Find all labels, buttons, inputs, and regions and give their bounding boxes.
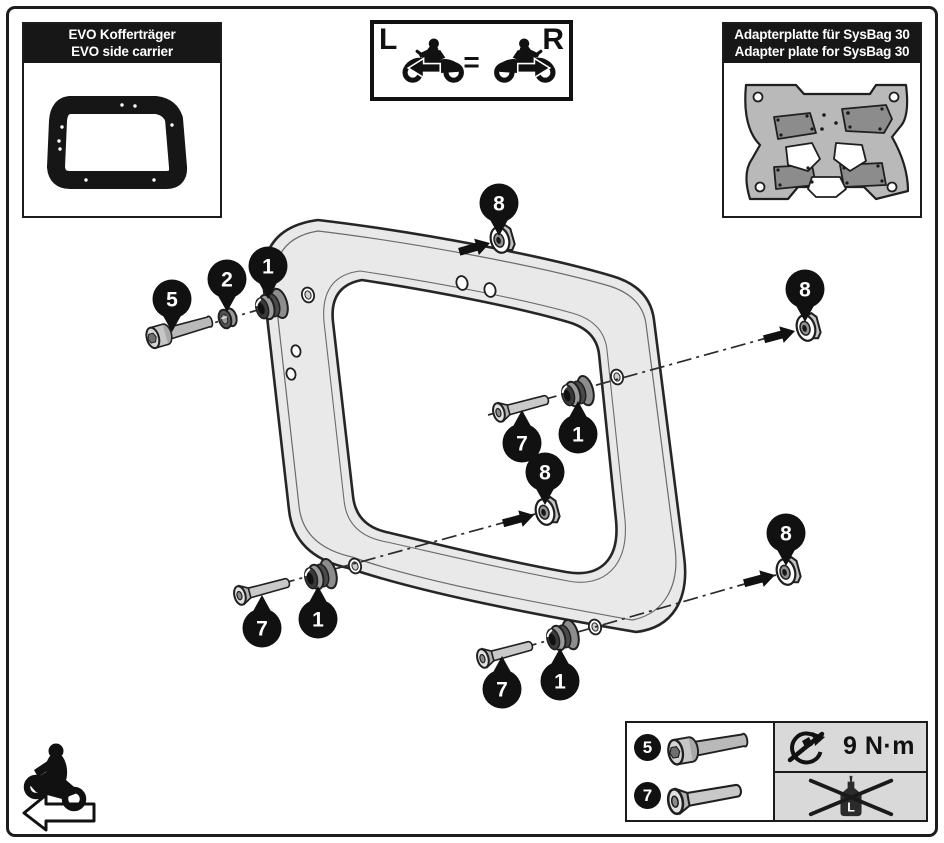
callout-grommet1-bottom-left: 1	[298, 586, 338, 639]
right-side-label: R	[542, 23, 564, 56]
motorcycle-over-arrow-logo-icon	[22, 743, 96, 832]
svg-text:7: 7	[256, 618, 268, 641]
fastener-legend: 5 7 9 N·m	[625, 721, 928, 822]
callout-grommet1-bottom-center: 1	[540, 648, 580, 701]
svg-text:1: 1	[262, 256, 274, 279]
adapter-plate-icon	[744, 83, 910, 201]
part5-badge: 5	[634, 733, 661, 761]
adapter-plate-header: Adapterplatte für SysBag 30 Adapter plat…	[724, 24, 920, 63]
pointer-arrow-icon	[761, 322, 798, 348]
pointer-arrow-icon	[741, 566, 778, 592]
socket-head-bolt-icon	[665, 726, 751, 768]
callout-bolt7-bottom-center: 7	[482, 656, 522, 709]
left-side-label: L	[379, 23, 398, 56]
panel-orientation: L R =	[370, 20, 573, 101]
svg-text:1: 1	[572, 424, 584, 447]
callout-nut8-right: 8	[785, 269, 825, 322]
carrier-frame	[261, 218, 687, 636]
flange-nut-icon	[792, 310, 824, 344]
no-power-tools-icon	[787, 731, 825, 765]
svg-text:8: 8	[493, 193, 505, 216]
bottle-label: L	[847, 801, 855, 815]
legend-specs: 9 N·m L	[775, 723, 926, 820]
svg-text:8: 8	[799, 279, 811, 302]
legend-row-bolt7: 7	[627, 772, 773, 821]
legend-row-bolt5: 5	[627, 723, 773, 772]
svg-text:7: 7	[496, 679, 508, 702]
panel-adapter-plate: Adapterplatte für SysBag 30 Adapter plat…	[722, 22, 922, 218]
svg-text:1: 1	[554, 671, 566, 694]
motorcycle-arrow-left-icon	[404, 39, 462, 81]
callout-grommet1-left: 1	[248, 246, 288, 299]
callout-bolt5: 5	[152, 279, 192, 332]
callout-nut8-bottom-right: 8	[766, 513, 806, 566]
orientation-bikes	[374, 24, 569, 97]
side-carrier-title-en: EVO side carrier	[71, 44, 173, 59]
torque-cell: 9 N·m	[775, 723, 926, 773]
frame-contour-inner	[323, 270, 626, 583]
callout-nut8-top: 8	[479, 183, 519, 236]
callout-washer2: 2	[207, 259, 247, 312]
threadlocker-cell: L	[775, 772, 926, 820]
brand-logo	[20, 731, 116, 840]
svg-text:5: 5	[166, 289, 178, 312]
no-threadlocker-icon: L	[808, 776, 893, 817]
side-carrier-body	[24, 63, 220, 220]
callout-bolt7-bottom-left: 7	[242, 595, 282, 648]
svg-text:7: 7	[516, 433, 528, 456]
svg-text:8: 8	[539, 462, 551, 485]
legend-parts: 5 7	[627, 723, 775, 820]
pointer-arrow-icon	[500, 506, 537, 532]
frame-contour-outer	[273, 230, 677, 621]
callout-nut8-center: 8	[525, 452, 565, 505]
motorcycle-arrow-right-icon	[496, 39, 554, 81]
equals-sign: =	[463, 45, 480, 77]
adapter-plate-title-en: Adapter plate for SysBag 30	[734, 44, 910, 59]
svg-text:8: 8	[780, 523, 792, 546]
rubber-grommet-icon	[542, 617, 583, 657]
svg-text:1: 1	[312, 609, 324, 632]
panel-side-carrier: EVO Kofferträger EVO side carrier	[22, 22, 222, 218]
side-carrier-frame-icon	[47, 96, 188, 189]
callout-bolt7-mid: 7	[502, 410, 542, 463]
adapter-plate-body	[724, 63, 920, 220]
countersunk-bolt-icon	[665, 776, 745, 817]
callout-grommet1-mid: 1	[558, 401, 598, 454]
frame-holes	[285, 275, 625, 636]
adapter-plate-title-de: Adapterplatte für SysBag 30	[734, 27, 910, 42]
side-carrier-title-de: EVO Kofferträger	[68, 27, 176, 42]
svg-text:2: 2	[221, 269, 233, 292]
torque-value: 9 N·m	[843, 732, 915, 761]
side-carrier-header: EVO Kofferträger EVO side carrier	[24, 24, 220, 63]
assembly-axes	[279, 330, 793, 649]
part7-badge: 7	[634, 782, 661, 810]
